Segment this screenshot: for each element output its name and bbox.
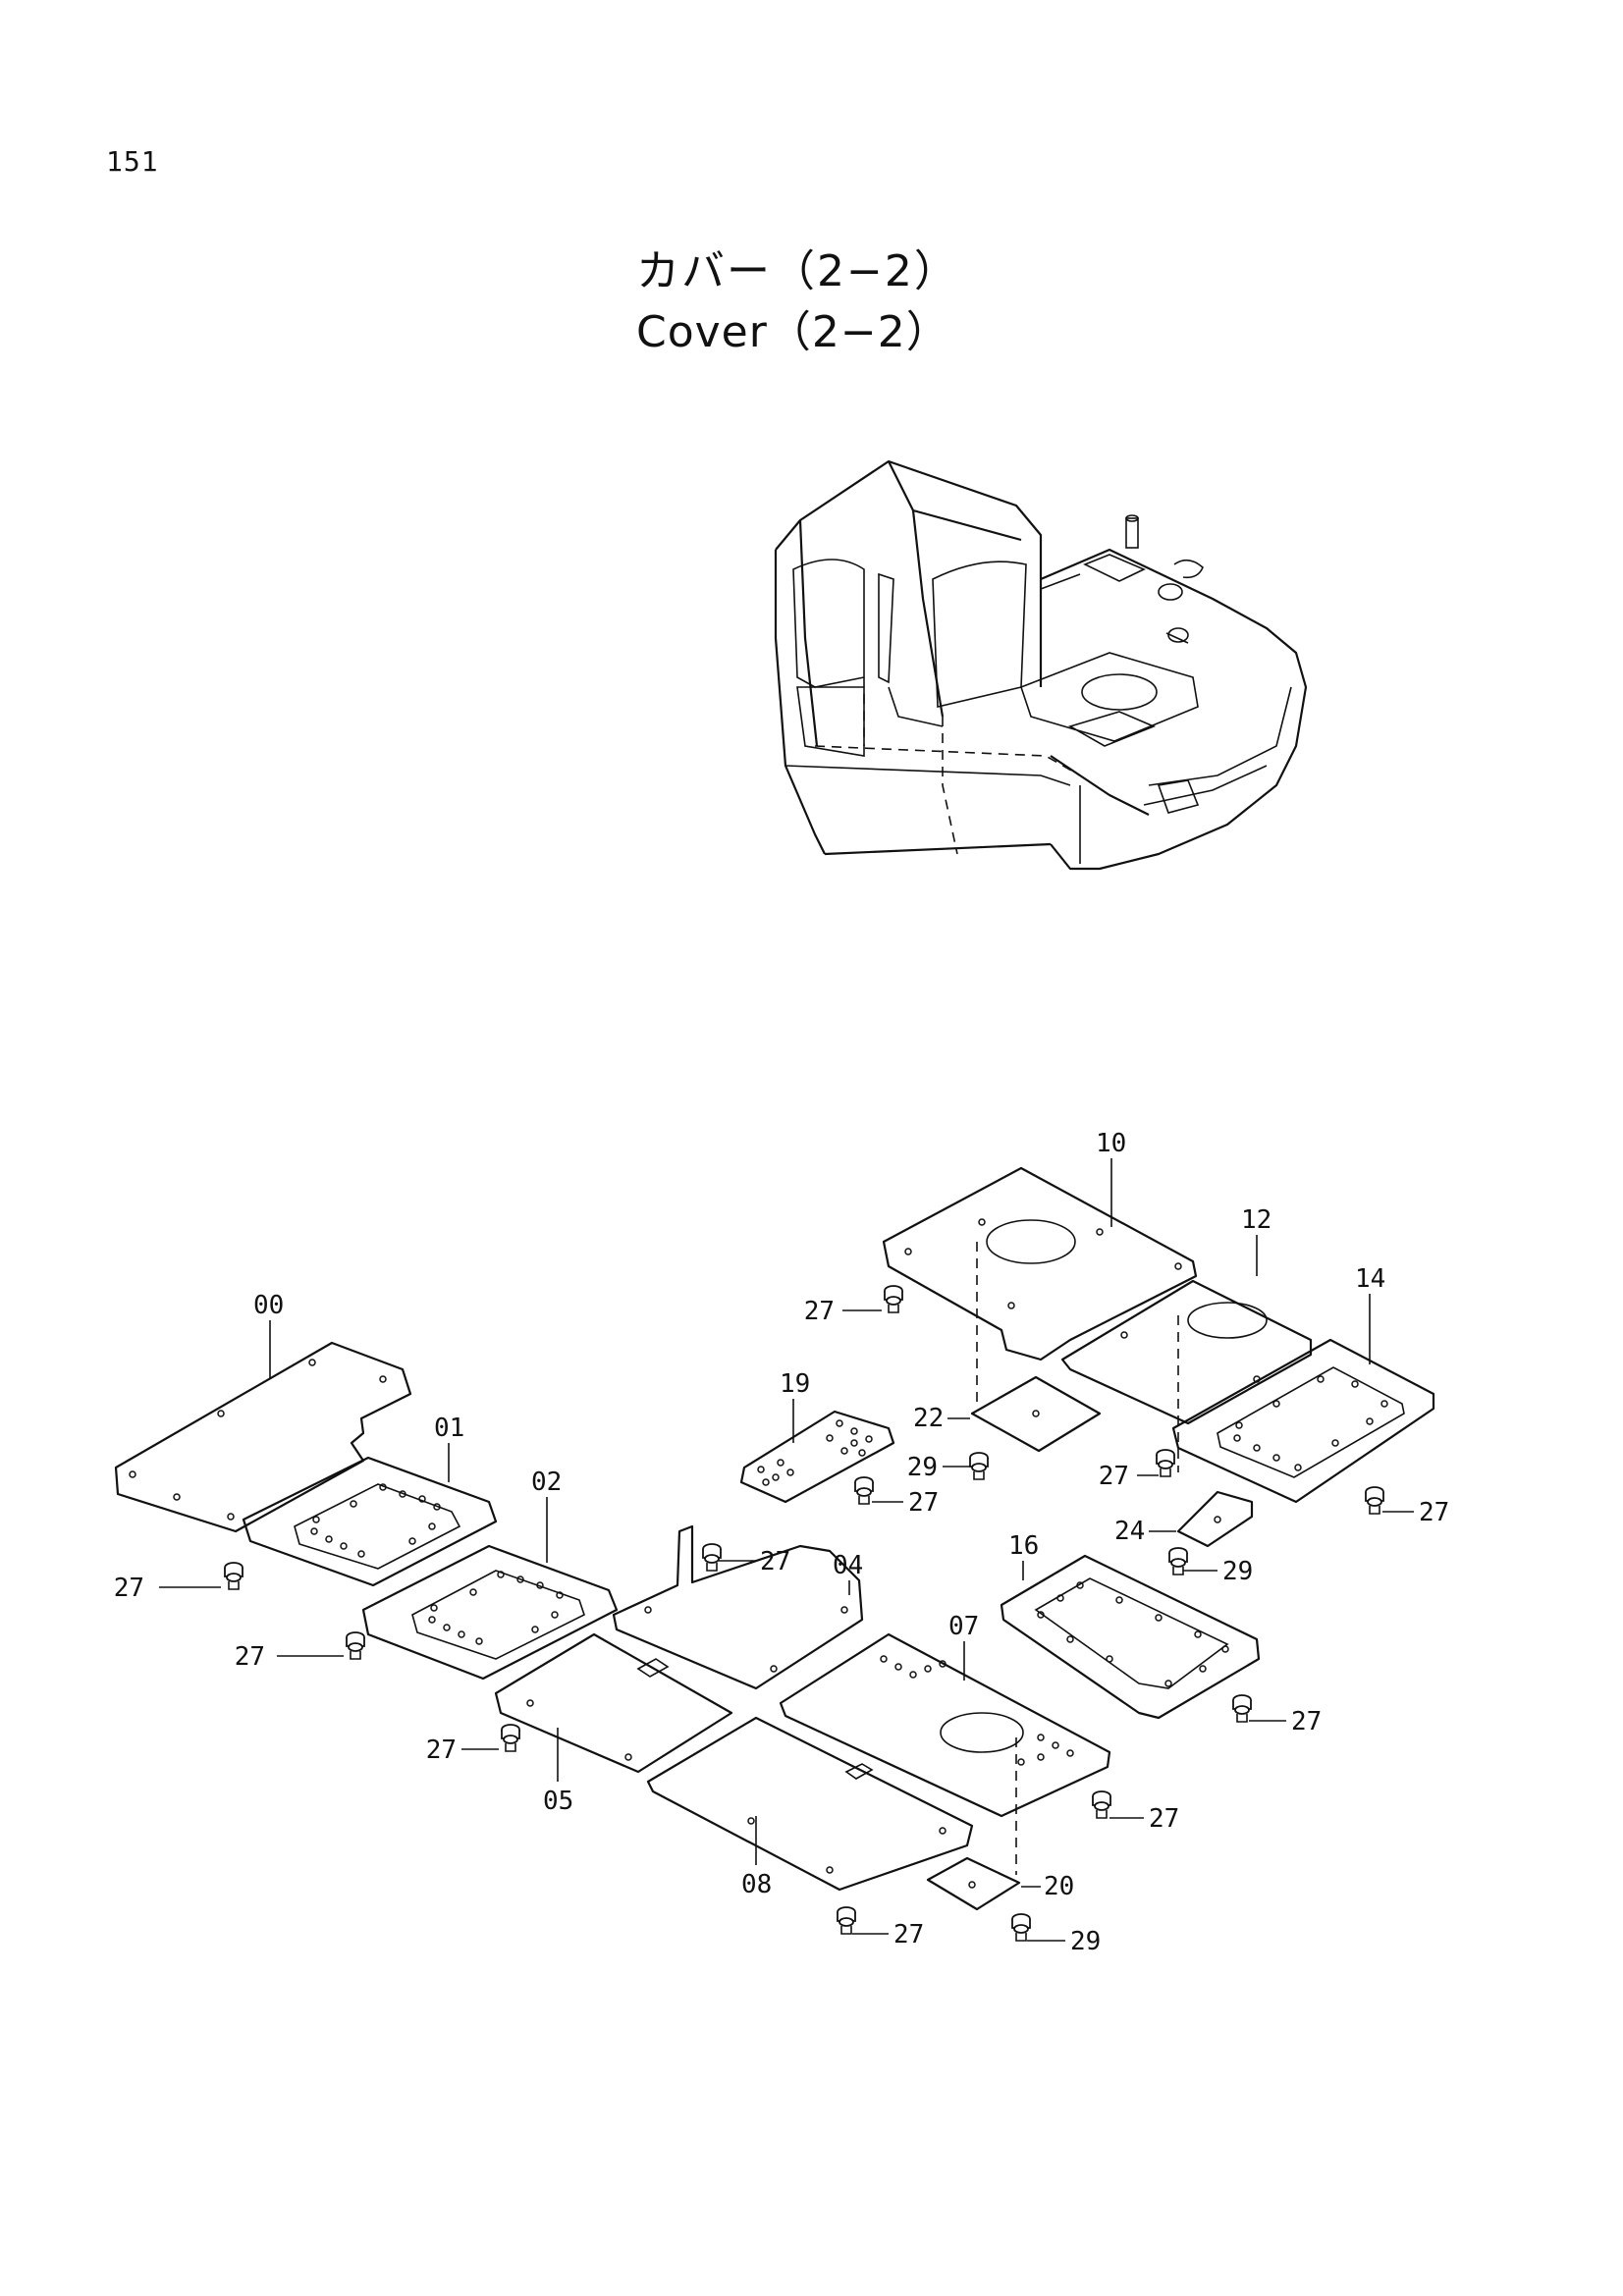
bolt-icon [702, 1543, 722, 1572]
callout-29: 29 [1222, 1557, 1253, 1586]
callout-27: 27 [235, 1642, 265, 1672]
callout-27: 27 [760, 1547, 790, 1576]
bolt-icon [837, 1906, 856, 1935]
cover-plate-05 [494, 1632, 733, 1774]
cover-plate-20 [926, 1737, 1021, 1911]
callout-27: 27 [426, 1735, 457, 1765]
bolt-icon [224, 1562, 243, 1590]
callout-22: 22 [913, 1404, 944, 1433]
machine-overview-illustration [774, 459, 1308, 871]
bolt-icon [854, 1476, 874, 1505]
callout-27: 27 [1291, 1707, 1322, 1736]
callout-16: 16 [1008, 1531, 1039, 1561]
cover-plate-12 [1060, 1279, 1313, 1472]
callout-07: 07 [948, 1612, 979, 1641]
cover-plate-04 [612, 1524, 864, 1690]
bolt-icon [1365, 1486, 1384, 1515]
cover-plate-10 [882, 1166, 1198, 1362]
page-number: 151 [106, 145, 159, 178]
bolt-icon [884, 1285, 903, 1313]
callout-10: 10 [1096, 1129, 1126, 1158]
callout-27: 27 [1419, 1498, 1449, 1527]
callout-20: 20 [1044, 1872, 1074, 1901]
cover-plate-07 [779, 1632, 1111, 1818]
bolt-icon [1092, 1790, 1111, 1819]
callout-27: 27 [908, 1488, 939, 1518]
callout-14: 14 [1355, 1264, 1385, 1294]
callout-12: 12 [1241, 1205, 1271, 1235]
cover-plate-01 [242, 1456, 498, 1587]
callout-04: 04 [833, 1551, 863, 1580]
callout-27: 27 [1099, 1462, 1129, 1491]
callout-00: 00 [253, 1291, 284, 1320]
callout-27: 27 [893, 1920, 924, 1949]
bolt-icon [346, 1631, 365, 1660]
callout-19: 19 [780, 1369, 810, 1399]
bolt-icon [1232, 1694, 1252, 1723]
callout-27: 27 [804, 1297, 835, 1326]
callout-27: 27 [1149, 1804, 1179, 1834]
page-title-japanese: カバー（2−2） [636, 246, 959, 296]
cover-plate-19 [739, 1410, 895, 1504]
callout-27: 27 [114, 1574, 144, 1603]
bolt-icon [1156, 1449, 1175, 1477]
bolt-icon [1011, 1913, 1031, 1942]
callout-02: 02 [531, 1468, 562, 1497]
bolt-icon [501, 1724, 520, 1752]
cover-plate-16 [1000, 1554, 1261, 1720]
callout-05: 05 [543, 1787, 573, 1816]
callout-08: 08 [741, 1870, 772, 1899]
callout-01: 01 [434, 1414, 464, 1443]
cover-plate-02 [361, 1544, 619, 1681]
cover-plate-00 [114, 1341, 412, 1533]
callout-24: 24 [1114, 1517, 1145, 1546]
page-title-english: Cover（2−2） [636, 307, 950, 357]
cover-plate-14 [1171, 1338, 1435, 1504]
cover-plate-22 [970, 1242, 1102, 1453]
callout-29: 29 [1070, 1927, 1101, 1956]
bolt-icon [969, 1452, 989, 1480]
cover-plate-08 [646, 1716, 974, 1892]
cover-plate-24 [1176, 1490, 1254, 1548]
callout-29: 29 [907, 1453, 938, 1482]
